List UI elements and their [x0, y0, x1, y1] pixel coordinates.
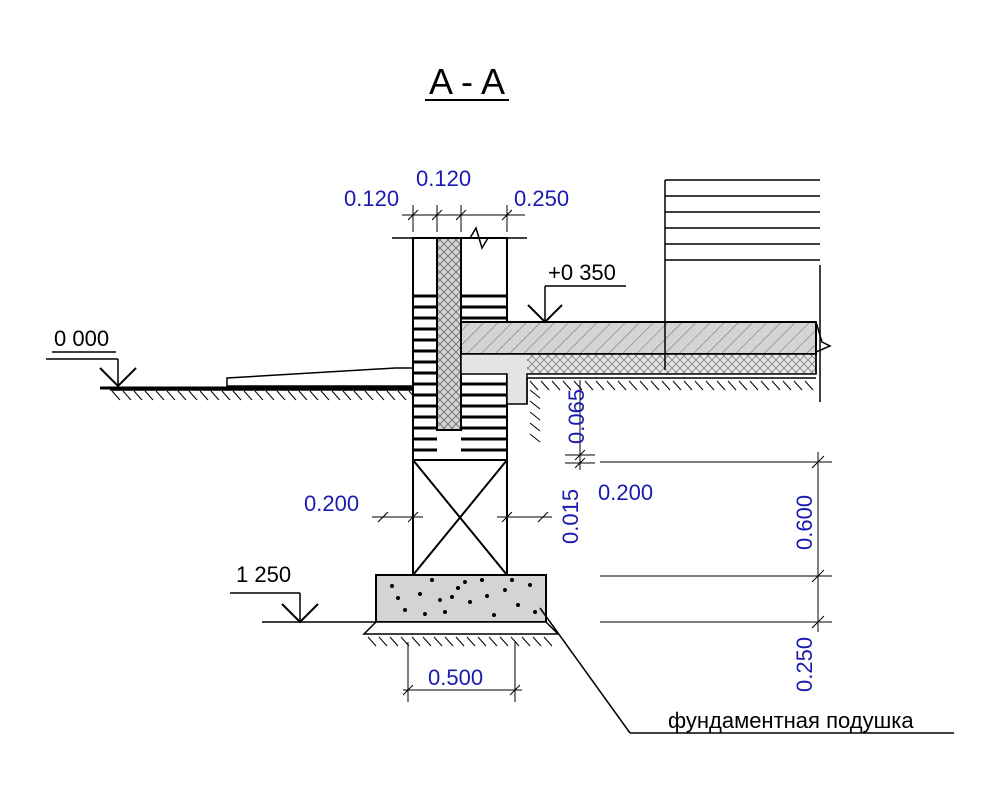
- level-mark-floor: +0 350: [527, 260, 626, 324]
- callout-label: фундаментная подушка: [668, 708, 914, 733]
- dim-pad-width: 0.500: [428, 665, 483, 690]
- level-ground-label: 0 000: [54, 326, 109, 351]
- dim-pad: [402, 642, 522, 702]
- dim-wall-left: 0.120: [344, 186, 399, 211]
- foundation-block: [412, 459, 508, 576]
- dim-top: [402, 205, 525, 232]
- level-mark-ground: 0 000: [46, 326, 137, 388]
- dim-step: [565, 380, 595, 470]
- level-floor-label: +0 350: [548, 260, 616, 285]
- ground-hatch-left: [110, 389, 418, 401]
- section-title: A - A: [425, 61, 509, 102]
- dim-wall-mid: 0.120: [416, 166, 471, 191]
- callout-leader: [539, 607, 954, 734]
- dim-600: 0.600: [792, 495, 817, 550]
- dim-065: 0.065: [564, 389, 589, 444]
- ground-hatch-right: [526, 378, 814, 443]
- dim-offset-left: 0.200: [304, 491, 359, 516]
- floor-slab: [460, 321, 832, 405]
- wall-insulation: [436, 237, 462, 431]
- ground-hatch-bottom: [367, 636, 553, 647]
- ground-line: [100, 367, 414, 390]
- right-wall: [664, 179, 821, 402]
- level-footing-label: 1 250: [236, 562, 291, 587]
- dim-wall-right: 0.250: [514, 186, 569, 211]
- dim-right: [600, 452, 832, 632]
- level-mark-footing: 1 250: [230, 562, 376, 624]
- dim-250: 0.250: [792, 637, 817, 692]
- section-title-text: A - A: [429, 61, 505, 102]
- footing-pad: [362, 574, 560, 635]
- dim-offsets: [372, 511, 552, 523]
- dim-offset-right: 0.200: [598, 480, 653, 505]
- dim-015: 0.015: [558, 489, 583, 544]
- break-line-top: [392, 226, 527, 250]
